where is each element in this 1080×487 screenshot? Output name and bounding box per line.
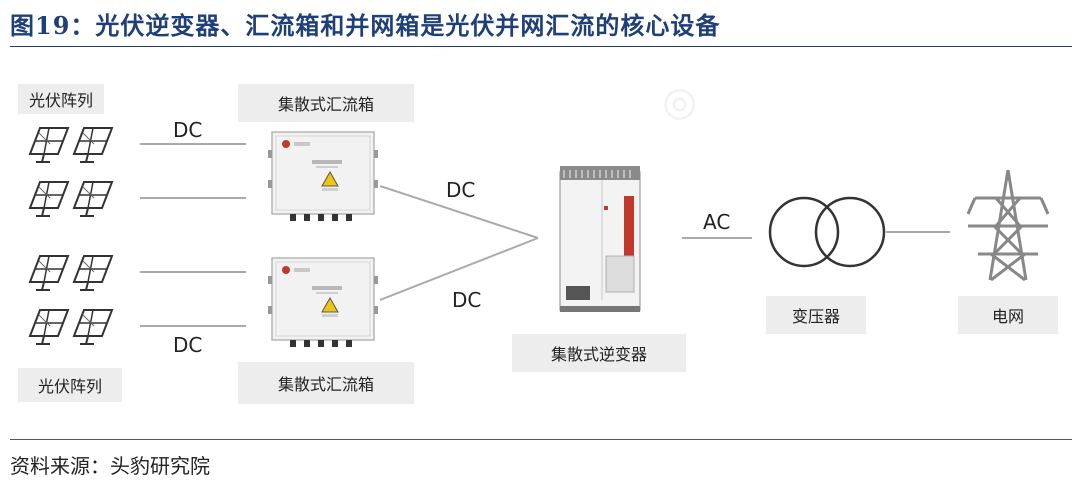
transformer-icon: [768, 196, 886, 268]
dc-label-bottom: DC: [173, 333, 203, 357]
combiner-box-icon: [267, 131, 379, 222]
dc-label-top: DC: [173, 118, 203, 142]
combiner-to-inverter-wires: [379, 185, 539, 301]
source-rule: [10, 439, 1072, 440]
source-note: 资料来源：头豹研究院: [10, 454, 210, 478]
inverter-icon: [559, 166, 641, 312]
title-rule: [10, 46, 1072, 47]
combiner-label-top: 集散式汇流箱: [238, 84, 414, 122]
inverter-label: 集散式逆变器: [512, 334, 686, 372]
power-tower-icon: [966, 169, 1050, 282]
figure-title: 图19：光伏逆变器、汇流箱和并网箱是光伏并网汇流的核心设备: [10, 11, 721, 40]
grid-label: 电网: [958, 296, 1058, 334]
dc-label-mid-top: DC: [446, 178, 476, 202]
solar-panel-icon: [29, 255, 113, 291]
combiner-label-bottom: 集散式汇流箱: [238, 362, 414, 404]
dc-label-mid-bottom: DC: [452, 288, 482, 312]
solar-panel-icon: [29, 127, 113, 163]
dc-wires: [140, 143, 246, 327]
pv-array-label-bottom: 光伏阵列: [18, 368, 122, 402]
transformer-label: 变压器: [766, 296, 866, 334]
ac-label: AC: [703, 210, 731, 234]
solar-panel-icon: [29, 309, 113, 345]
solar-panel-icon: [29, 181, 113, 217]
combiner-box-icon: [267, 257, 379, 348]
pv-array-label-top: 光伏阵列: [18, 84, 104, 114]
